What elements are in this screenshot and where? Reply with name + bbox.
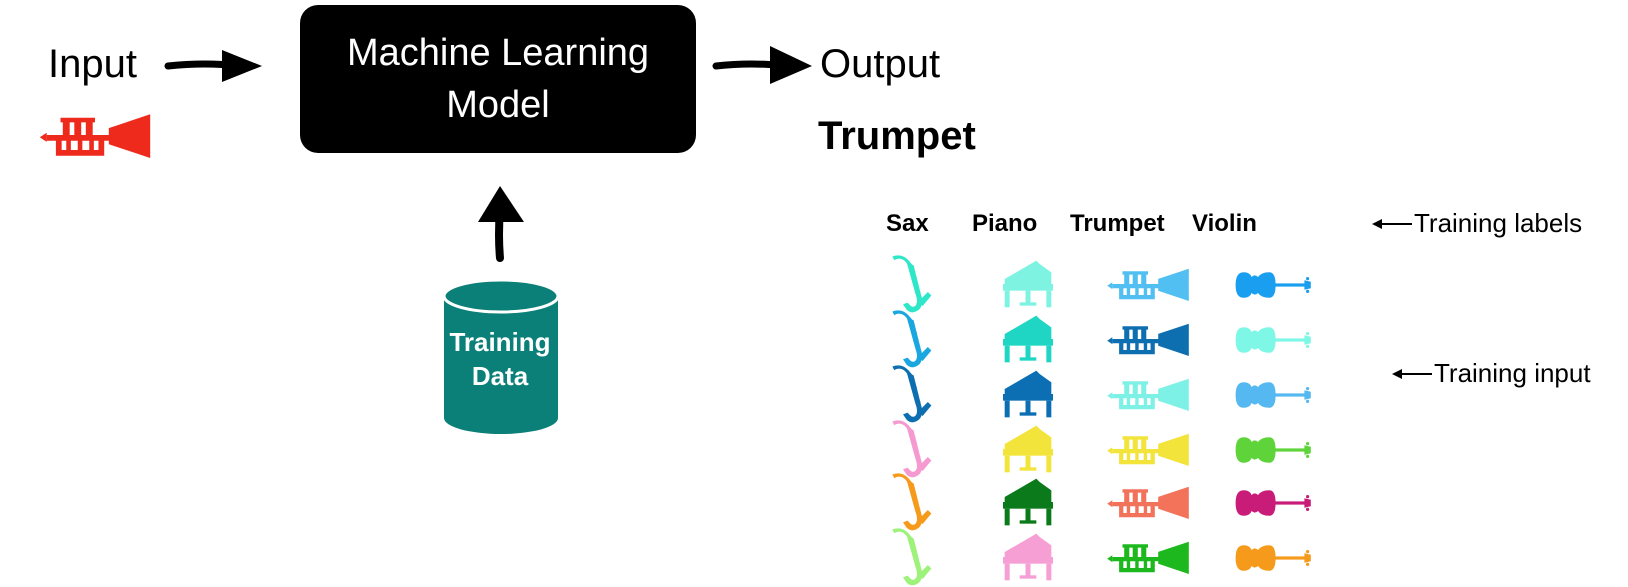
model-to-output-arrow bbox=[712, 46, 812, 84]
column-header-violin: Violin bbox=[1192, 210, 1257, 237]
trumpet-icon bbox=[1107, 541, 1189, 574]
trumpet-icon bbox=[1107, 486, 1189, 519]
training-labels-arrow bbox=[1372, 219, 1412, 229]
model-title-line2: Model bbox=[446, 84, 550, 126]
trumpet-icon bbox=[1107, 433, 1189, 466]
sax-icon bbox=[892, 365, 932, 423]
violin-icon bbox=[1235, 272, 1311, 298]
training-input-note: Training input bbox=[1434, 358, 1591, 388]
sax-icon bbox=[892, 473, 932, 531]
output-label: Output bbox=[820, 42, 941, 86]
violin-icon bbox=[1235, 382, 1311, 408]
piano-icon bbox=[1003, 478, 1053, 526]
prediction-label: Trumpet bbox=[818, 114, 976, 158]
sax-icon bbox=[892, 420, 932, 478]
training-input-grid bbox=[892, 255, 1311, 586]
machine-learning-model-box: Machine Learning Model bbox=[300, 5, 696, 153]
training-data-label: Training Data bbox=[440, 325, 560, 393]
piano-icon bbox=[1003, 315, 1053, 363]
violin-icon bbox=[1235, 490, 1311, 516]
violin-icon bbox=[1235, 545, 1311, 571]
piano-icon bbox=[1003, 260, 1053, 308]
column-header-trumpet: Trumpet bbox=[1070, 210, 1165, 237]
trumpet-icon bbox=[1107, 323, 1189, 356]
piano-icon bbox=[1003, 533, 1053, 581]
trumpet-icon bbox=[1107, 378, 1189, 411]
training-data-database-icon bbox=[442, 278, 560, 434]
input-trumpet-icon bbox=[39, 114, 151, 158]
training-input-arrow bbox=[1392, 369, 1432, 379]
database-line2: Data bbox=[471, 361, 529, 391]
input-label: Input bbox=[48, 42, 137, 86]
sax-icon bbox=[892, 528, 932, 586]
column-header-piano: Piano bbox=[972, 210, 1038, 237]
violin-icon bbox=[1235, 327, 1311, 353]
training-labels-note: Training labels bbox=[1414, 208, 1583, 238]
database-line1: Training bbox=[449, 327, 551, 357]
input-to-model-arrow bbox=[164, 50, 262, 82]
model-title-line1: Machine Learning bbox=[346, 32, 650, 74]
sax-icon bbox=[892, 310, 932, 368]
data-to-model-arrow bbox=[478, 186, 524, 262]
column-header-sax: Sax bbox=[886, 210, 929, 237]
piano-icon bbox=[1003, 425, 1053, 473]
violin-icon bbox=[1235, 437, 1311, 463]
sax-icon bbox=[892, 255, 932, 313]
piano-icon bbox=[1003, 370, 1053, 418]
trumpet-icon bbox=[1107, 268, 1189, 301]
